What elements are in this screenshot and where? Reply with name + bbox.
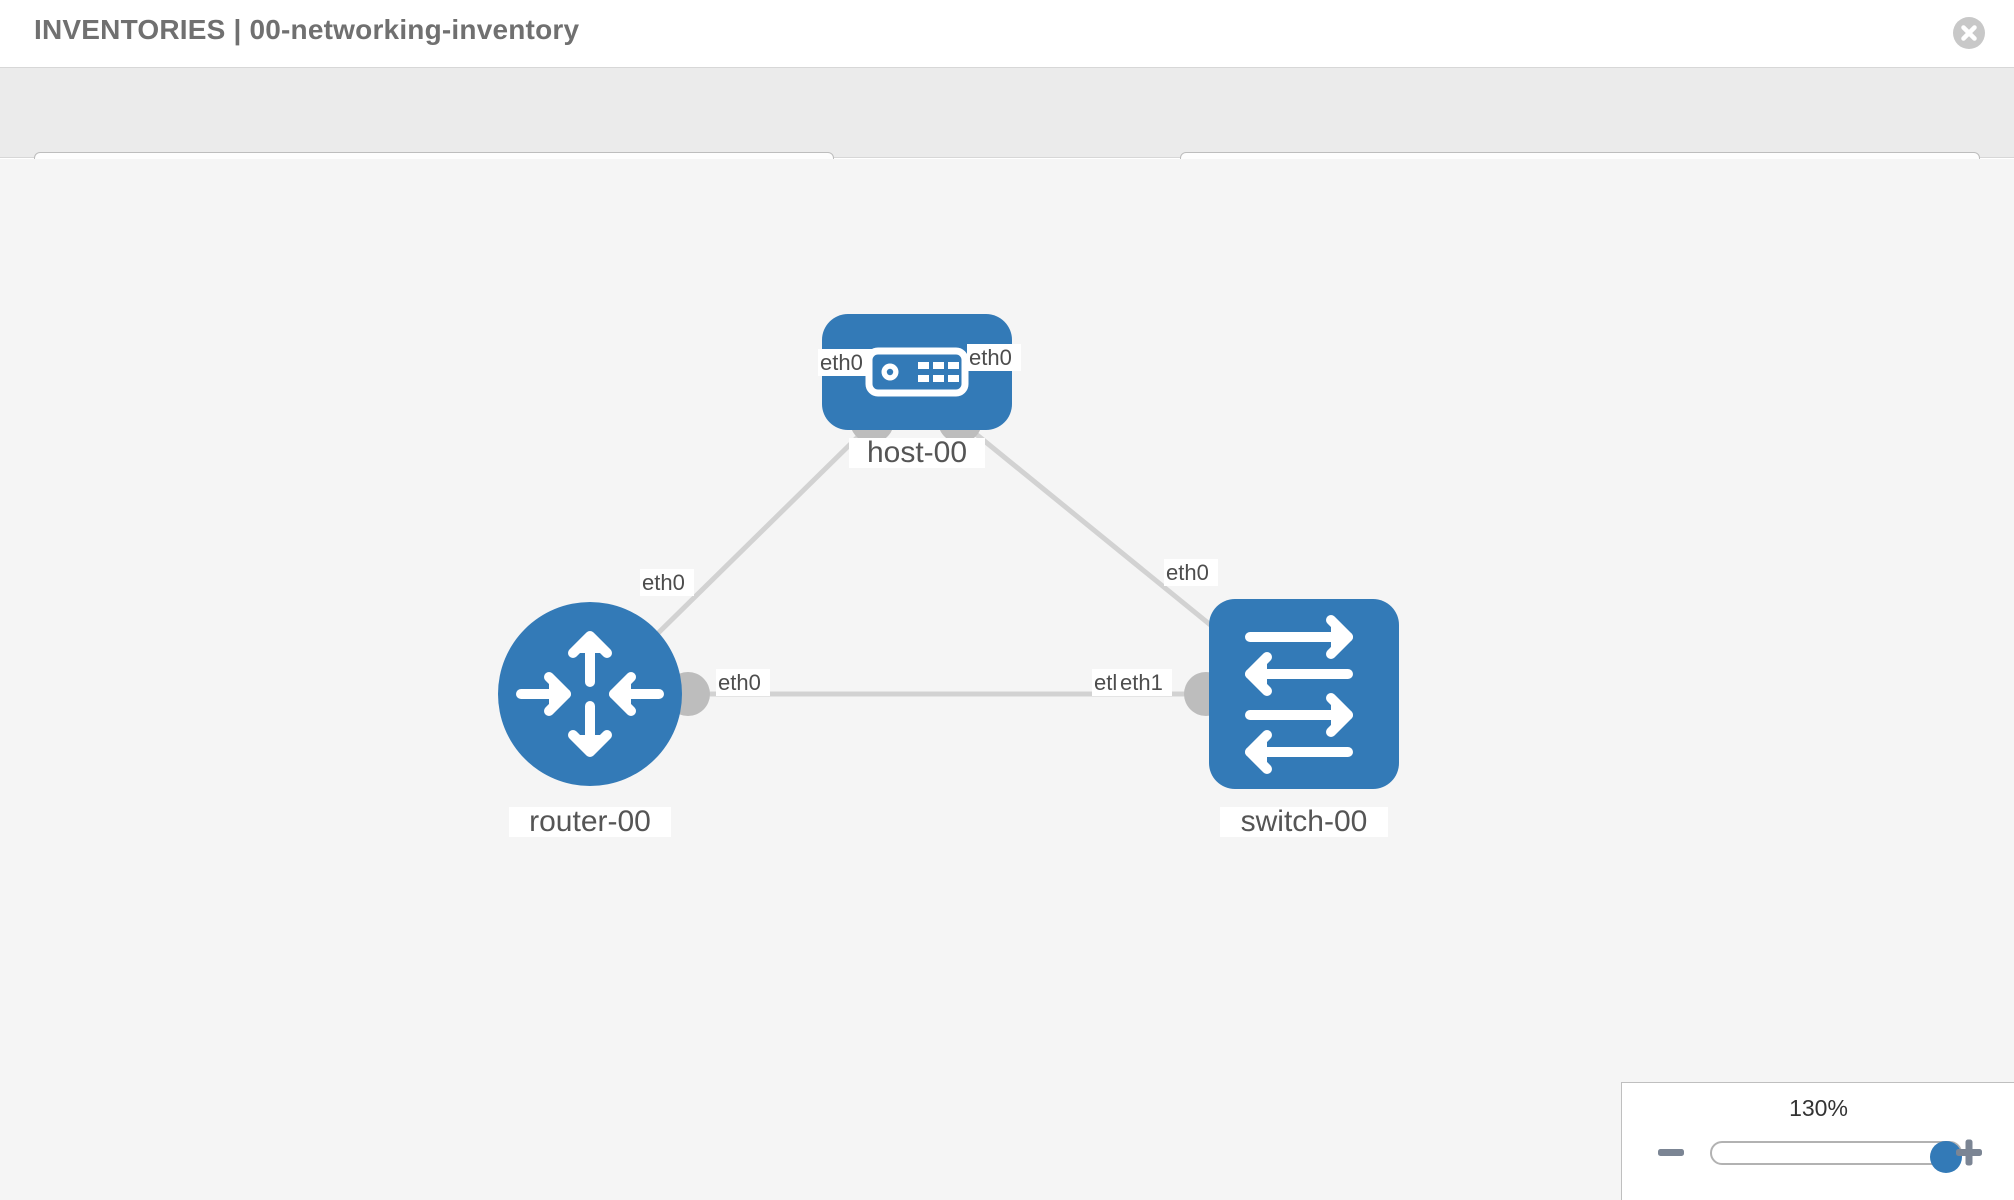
edge-host00-switch00[interactable]	[953, 415, 1242, 651]
node-switch-00-label: switch-00	[1241, 805, 1368, 838]
node-router-00-label: router-00	[529, 805, 651, 838]
page-title: INVENTORIES | 00-networking-inventory	[34, 14, 580, 45]
edge-label: eth0	[640, 569, 694, 596]
zoom-slider-track[interactable]	[1710, 1141, 1962, 1173]
edge-label: eth0	[1164, 559, 1218, 586]
edge-host00-router00[interactable]	[643, 415, 880, 648]
node-host-00-shape[interactable]	[822, 314, 1012, 430]
node-host-00[interactable]: host-00	[822, 314, 1012, 469]
router-arrows-icon	[516, 631, 664, 757]
zoom-control-panel: 130%	[1621, 1082, 2014, 1200]
edge-label-text: eth0	[969, 345, 1012, 370]
edge-label-text: eth0	[718, 670, 761, 695]
node-host-00-label-bg	[849, 438, 985, 468]
edge-label-text: eth0	[642, 570, 685, 595]
node-switch-00-shape[interactable]	[1209, 599, 1399, 789]
edge-label: eth1	[1118, 669, 1172, 696]
node-host-00-label: host-00	[867, 436, 967, 469]
node-router-00-label-bg	[509, 807, 671, 837]
zoom-slider-thumb[interactable]	[1930, 1141, 1962, 1173]
node-router-00[interactable]: router-00	[498, 602, 682, 838]
node-switch-00[interactable]: switch-00	[1209, 599, 1399, 838]
topology-diagram: host-00	[498, 314, 1399, 838]
edge-label-text: eth0	[820, 350, 863, 375]
toolbar: ACTIONS SEARCH	[0, 68, 2014, 204]
edge-label: eth0	[967, 344, 1021, 371]
close-icon[interactable]	[1952, 16, 1986, 50]
zoom-level-value: 130%	[1789, 1095, 1848, 1121]
switch-arrows-icon	[1245, 615, 1353, 774]
zoom-slider-row	[1622, 1133, 2014, 1179]
edge-label: eth0	[716, 669, 770, 696]
edge-label-text: etl	[1094, 670, 1117, 695]
node-router-00-shape[interactable]	[498, 602, 682, 786]
edge-label-text: eth1	[1120, 670, 1163, 695]
plus-icon[interactable]	[1952, 1135, 1986, 1169]
minus-icon[interactable]	[1654, 1135, 1688, 1169]
topology-canvas[interactable]: host-00	[0, 159, 2014, 1200]
page-header: INVENTORIES | 00-networking-inventory	[0, 0, 2014, 68]
edge-label-text: eth0	[1166, 560, 1209, 585]
node-switch-00-label-bg	[1220, 807, 1388, 837]
edge-label: eth0	[818, 349, 872, 376]
topology-edge-labels: eth0 eth0 eth0 eth0 eth0	[640, 344, 1218, 696]
